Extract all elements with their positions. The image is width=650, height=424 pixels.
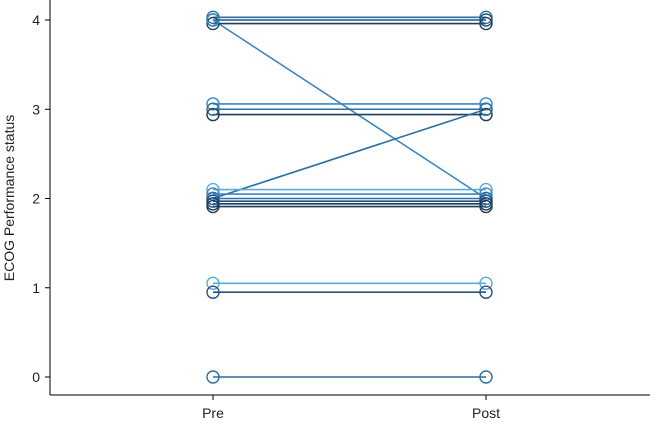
series-lines bbox=[212, 16, 487, 378]
series-point-16-post bbox=[479, 370, 493, 384]
x-ticks: Pre Post bbox=[202, 395, 500, 421]
series-point-15-pre bbox=[206, 285, 220, 299]
y-ticks: 0 1 2 3 4 bbox=[32, 12, 50, 385]
series-point-5-pre bbox=[206, 102, 220, 116]
series-point-1-post bbox=[479, 13, 493, 27]
series-point-15-post bbox=[479, 285, 493, 299]
x-tick-label-pre: Pre bbox=[202, 405, 224, 421]
series-point-14-pre bbox=[206, 276, 220, 290]
series-point-2-pre bbox=[206, 16, 220, 31]
series-point-16-pre bbox=[206, 370, 220, 384]
series-point-13-post bbox=[479, 199, 493, 214]
series-point-6-pre bbox=[206, 107, 220, 122]
series-point-2-post bbox=[479, 16, 493, 31]
series-line-7 bbox=[212, 108, 487, 200]
series-point-4-pre bbox=[206, 97, 220, 111]
series-point-4-post bbox=[479, 97, 493, 111]
x-tick-label-post: Post bbox=[472, 405, 500, 421]
axes bbox=[49, 0, 650, 396]
series-point-14-post bbox=[479, 276, 493, 290]
series-point-6-post bbox=[479, 107, 493, 122]
y-tick-label: 0 bbox=[32, 369, 40, 385]
y-tick-label: 2 bbox=[32, 191, 40, 207]
y-tick-label: 3 bbox=[32, 101, 40, 117]
series-point-3-pre bbox=[206, 13, 220, 27]
series-point-13-pre bbox=[206, 199, 220, 214]
y-tick-label: 4 bbox=[32, 12, 40, 28]
y-tick-label: 1 bbox=[32, 280, 40, 296]
series-points bbox=[206, 10, 493, 384]
series-point-7-post bbox=[479, 102, 493, 116]
y-axis-title: ECOG Performance status bbox=[1, 115, 17, 282]
